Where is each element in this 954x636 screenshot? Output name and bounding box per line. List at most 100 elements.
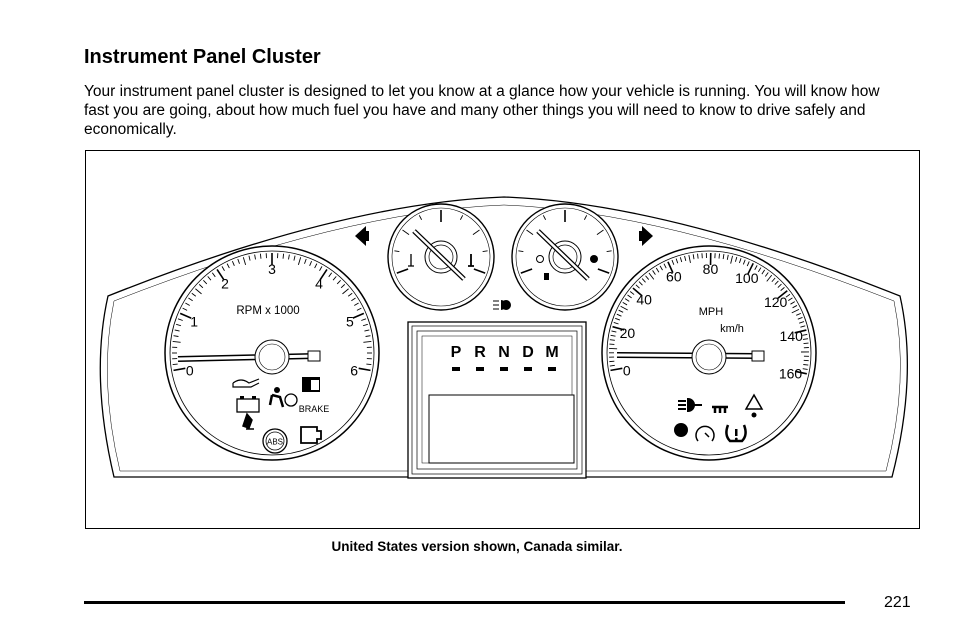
speed-tick [718,253,720,259]
fuel-gauge [511,203,619,311]
speed-tick [802,368,808,370]
speed-tick [620,305,628,311]
tach-tick [342,288,349,295]
speed-tick [629,291,635,295]
stabilitrak-icon [744,393,764,410]
fog-lamp-icon [678,397,702,413]
tach-tick [304,258,307,264]
speed-tick [747,262,754,275]
tach-tick [336,279,341,285]
tach-tick [347,292,353,297]
speed-tick [764,272,769,277]
speed-tick [615,317,621,321]
tach-tick [226,263,230,269]
speed-tick [761,269,766,275]
tach-tick [309,261,313,266]
speed-tick [766,274,773,282]
speed-tick [792,305,798,309]
speed-tick [610,367,623,372]
right-turn-signal-icon [642,226,653,246]
seatbelt-reminder-icon [242,412,254,430]
page-number: 221 [884,594,911,611]
tach-tick [314,263,318,269]
temp-tick [473,268,486,274]
speed-tick [803,364,809,366]
figure-caption: United States version shown, Canada simi… [331,539,623,554]
speed-tick [679,257,683,263]
tach-tick [358,367,371,372]
speed-tick [777,283,782,288]
security-light-icon [302,377,320,392]
tach-tick [188,297,193,302]
fuel-tick [596,229,604,235]
fuel-pump-icon [544,273,549,280]
tach-tick [174,329,180,332]
tach-tick [198,284,204,289]
speed-tick [610,334,616,337]
tach-tick [203,279,208,285]
speed-tick [697,253,699,259]
tach-tick [182,307,188,311]
speed-tick-label: 100 [735,270,759,286]
speed-tick-label: 60 [666,269,682,285]
cruise-control-icon [695,425,715,442]
speed-tick [632,287,643,297]
traction-control-icon [712,405,728,413]
temp-tick [394,250,400,252]
temp-tick [459,215,464,220]
fuel-tick [606,250,612,252]
tach-tick [237,258,240,264]
tach-tick [259,253,262,259]
tach-tick [340,284,346,289]
temp-tick [482,250,488,252]
fuel-full-icon [590,255,598,263]
tach-tick [328,272,333,278]
prndm-dash [476,367,484,371]
speed-tick [609,364,615,367]
tach-tick [172,340,181,343]
speed-tick [757,267,762,273]
tach-tick [363,340,372,343]
speed-tick [618,309,624,313]
speed-tick [667,261,674,274]
tach-tick [179,312,192,319]
speed-tick [730,255,733,264]
tach-tick-label: 1 [190,314,198,330]
tach-tick [173,367,186,372]
driver-info-center-screen [428,394,575,464]
temp-tick [402,229,410,235]
speed-tick-label: 0 [623,362,631,378]
speed-tick [790,301,796,305]
temp-tick [396,268,409,274]
tach-tick [356,307,362,311]
speed-tick [675,258,679,264]
tach-tick [185,302,190,306]
prndm-letter: N [498,344,510,361]
page-title: Instrument Panel Cluster [84,46,321,68]
oil-pressure-icon [232,378,260,388]
temp-tick [418,215,423,220]
speed-tick [771,277,776,283]
tach-tick [221,266,225,271]
speed-tick [638,281,643,286]
tach-tick [282,253,285,259]
tach-tick [332,276,337,281]
tach-tick [176,323,182,327]
speed-tick [802,333,808,336]
tach-tick [364,329,370,332]
speed-tick [726,254,729,260]
tach-tick [365,335,371,337]
speed-tick [802,338,809,340]
tach-tick [248,255,251,261]
tach-tick [366,363,372,366]
check-engine-icon [300,426,322,444]
tach-tick [173,335,179,337]
temp-cold-icon [408,254,414,267]
fuel-tick [583,215,588,220]
speed-tick-label: 20 [620,325,636,341]
tach-tick [211,272,216,278]
tach-tick [351,297,356,302]
